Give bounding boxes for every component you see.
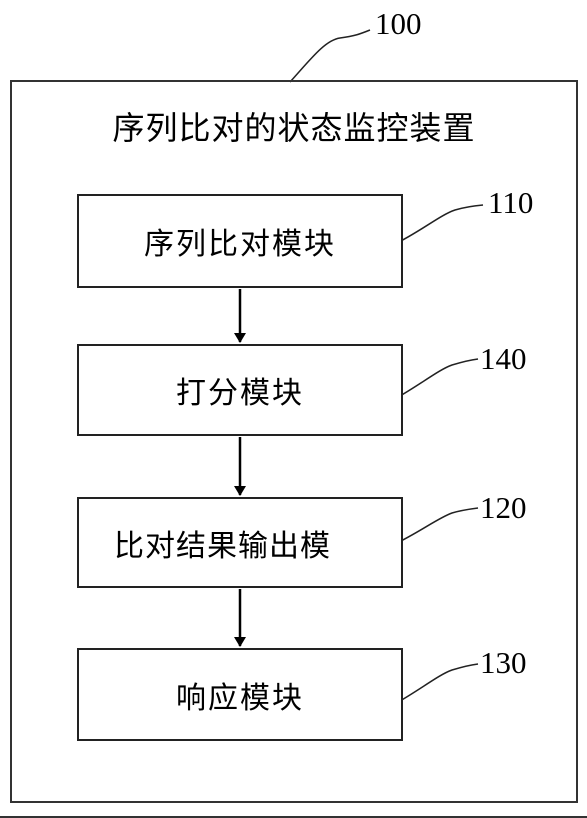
ref-label-100: 100 bbox=[375, 6, 422, 41]
leader-line-140 bbox=[392, 358, 479, 401]
device-title: 序列比对的状态监控装置 bbox=[112, 109, 476, 147]
module-box-130: 响应模块 bbox=[77, 648, 403, 741]
leader-line-110 bbox=[392, 204, 484, 246]
ref-label-130: 130 bbox=[480, 645, 527, 680]
ref-label-110: 110 bbox=[488, 185, 534, 220]
module-label-140: 打分模块 bbox=[176, 376, 304, 411]
leader-line-100 bbox=[289, 29, 371, 83]
module-label-110: 序列比对模块 bbox=[144, 227, 336, 262]
device-container bbox=[10, 80, 578, 803]
module-label-130: 响应模块 bbox=[176, 680, 304, 716]
module-box-120: 比对结果输出模 bbox=[77, 497, 403, 588]
module-label-120: 比对结果输出模 bbox=[114, 528, 331, 564]
page-bottom-rule bbox=[0, 816, 587, 818]
leader-line-120 bbox=[392, 507, 479, 546]
module-box-110: 序列比对模块 bbox=[77, 194, 403, 288]
module-box-140: 打分模块 bbox=[77, 344, 403, 436]
ref-label-120: 120 bbox=[480, 490, 527, 525]
leader-line-130 bbox=[392, 663, 479, 706]
ref-label-140: 140 bbox=[480, 341, 527, 376]
